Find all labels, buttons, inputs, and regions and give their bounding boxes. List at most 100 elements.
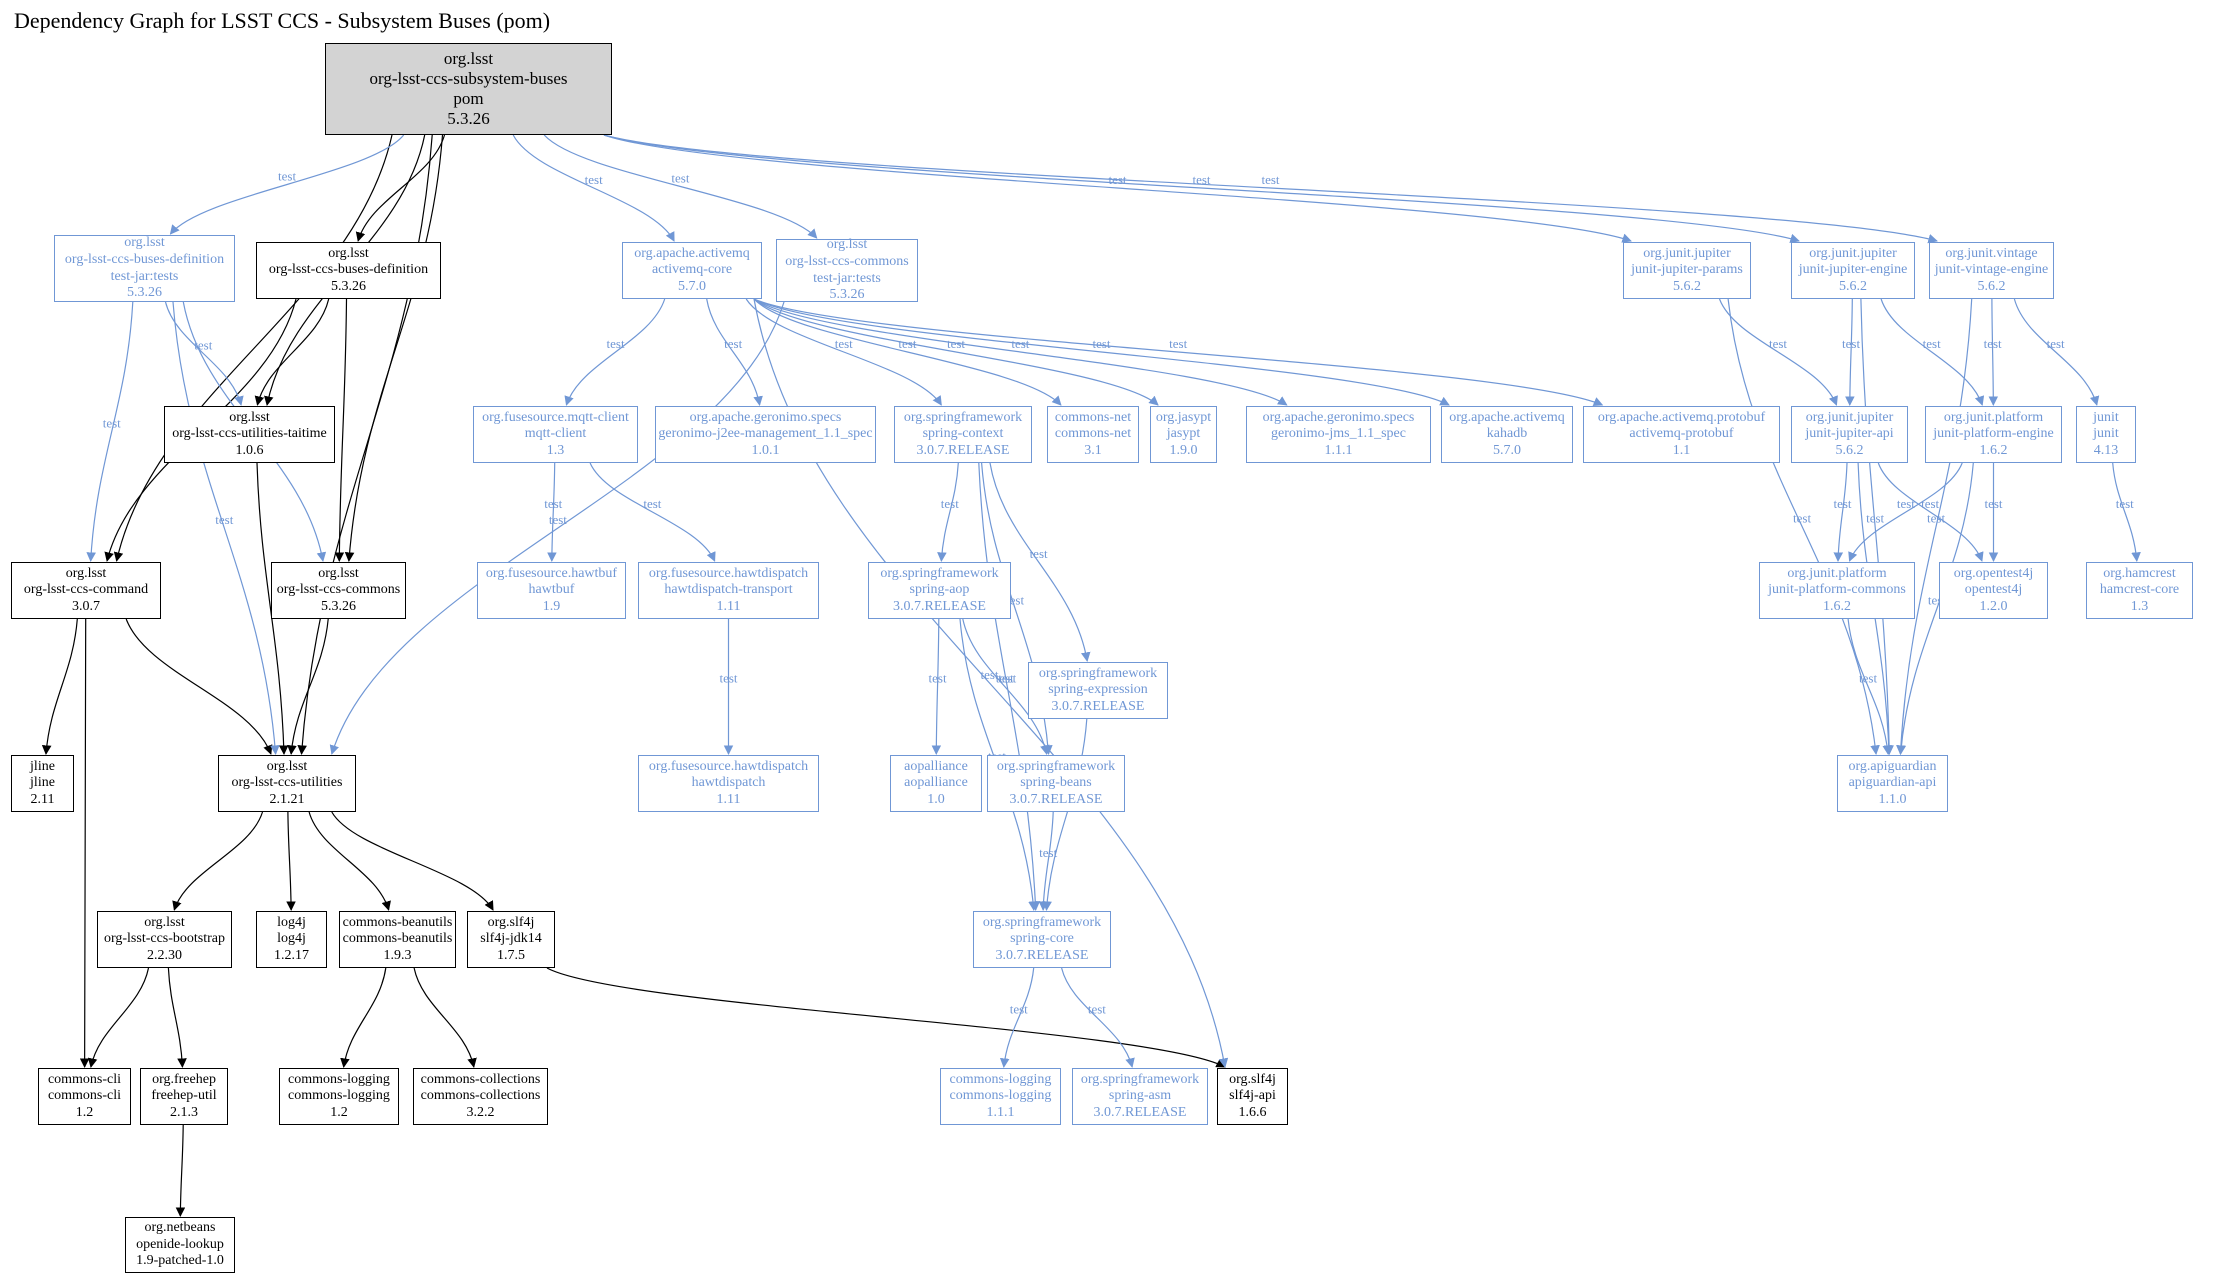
node-label-line: 1.6.6 [1238, 1104, 1267, 1120]
node-label-line: junit-jupiter-engine [1798, 262, 1908, 278]
node-label-line: mqtt-client [524, 426, 587, 442]
node-label-line: org-lsst-ccs-buses-definition [64, 251, 225, 267]
edge-ccs-command--ccs-utilities [125, 618, 273, 755]
node-label-line: 1.1.1 [1324, 442, 1353, 458]
node-label-line: org.fusesource.mqtt-client [482, 409, 629, 425]
edge-spring-aop--aopalliance [931, 618, 942, 755]
edge-activemq-core--kahadb [753, 298, 1450, 406]
node-label-line: spring-context [922, 426, 1004, 442]
edge-activemq-core--commons-net [753, 298, 1062, 406]
edge-junit-platform-commons--apiguardian-api [1847, 618, 1892, 755]
edge-label-test: test [2116, 496, 2134, 511]
node-label-line: org.fusesource.hawtdispatch [648, 565, 809, 581]
edge-activemq-core--spring-context [745, 298, 942, 406]
node-label-line: 2.1.3 [170, 1104, 198, 1120]
node-label-line: org.springframework [1038, 665, 1158, 681]
node-label-line: commons-logging [949, 1071, 1052, 1087]
node-label-line: commons-cli [47, 1071, 122, 1087]
edge-label-test: test [980, 667, 998, 682]
edge-label-test: test [585, 172, 603, 187]
node-label-line: 5.3.26 [331, 278, 366, 294]
edge-activemq-core--geronimo-j2ee [706, 298, 763, 406]
node-label-line: 1.2 [330, 1104, 348, 1120]
node-label-line: 3.0.7.RELEASE [1051, 698, 1145, 714]
node-label-line: jline [30, 758, 55, 774]
node-label-line: 1.1.0 [1878, 791, 1907, 807]
edge-activemq-core--jasypt [753, 298, 1159, 406]
node-label-line: 1.2 [75, 1104, 94, 1120]
node-label-line: 3.0.7.RELEASE [893, 598, 986, 614]
edge-bootstrap--commons-cli [87, 967, 150, 1068]
node-label-line: 1.2.17 [274, 947, 309, 963]
edge-buses-definition--ccs-commons [334, 298, 348, 562]
edge-freehep-util--openide-lookup [175, 1124, 186, 1217]
node-label-line: org.lsst [328, 245, 369, 261]
node-label-line: org.springframework [982, 914, 1102, 930]
edge-root--ccs-commons [344, 134, 444, 562]
node-label-line: spring-expression [1048, 682, 1148, 698]
edge-label-test: test [1088, 1002, 1106, 1017]
edge-junit-jupiter-engine--apiguardian-api [1860, 298, 1894, 755]
node-label-line: junit [2093, 409, 2119, 425]
edge-junit-vintage-engine--apiguardian-api [1896, 298, 1973, 755]
node-label-line: org.apache.geronimo.specs [1262, 409, 1415, 425]
node-label-line: org-lsst-ccs-bootstrap [103, 931, 226, 947]
node-label-line: org.apache.activemq.protobuf [1597, 409, 1766, 425]
node-label-line: 3.2.2 [466, 1104, 495, 1120]
node-label-line: org-lsst-ccs-command [23, 582, 149, 598]
edge-label-test: test [724, 336, 742, 351]
node-label-line: freehep-util [151, 1088, 217, 1104]
node-label-line: hawtdispatch [691, 775, 766, 791]
edge-junit-jupiter-engine--junit-platform-engine [1880, 298, 1985, 406]
edge-beanutils--commons-logging-12 [340, 967, 387, 1068]
node-label-line: spring-beans [1020, 775, 1092, 791]
node-label-line: 5.3.26 [127, 285, 162, 301]
node-label-line: 2.11 [30, 791, 55, 807]
node-label-line: junit-platform-commons [1768, 582, 1906, 598]
node-label-line: org.junit.platform [1943, 409, 2044, 425]
edge-ccs-commons--ccs-utilities [287, 618, 329, 755]
node-label-line: kahadb [1486, 426, 1528, 442]
node-label-line: 2.1.21 [269, 791, 305, 807]
node-label-line: hawtdispatch-transport [664, 582, 793, 598]
edge-ccs-utilities--log4j [286, 811, 296, 911]
node-label-line: org.junit.jupiter [1809, 245, 1897, 261]
edge-label-test: test [1010, 1002, 1028, 1017]
node-label-line: jline [30, 775, 55, 791]
node-label-line: org.slf4j [487, 914, 535, 930]
node-label-line: pom [453, 89, 484, 108]
node-label-line: org.springframework [1080, 1071, 1200, 1087]
edge-buses-def-tests--ccs-command [86, 301, 134, 562]
node-label-line: commons-collections [420, 1071, 541, 1087]
node-label-line: org.apache.geronimo.specs [689, 409, 842, 425]
edge-beanutils--commons-collections [413, 967, 477, 1068]
node-label-line: org-lsst-ccs-subsystem-buses [369, 68, 568, 88]
edge-spring-context--spring-core [978, 462, 1041, 911]
node-label-line: 5.7.0 [1493, 442, 1521, 458]
edge-root--junit-jupiter-params [603, 134, 1632, 243]
node-label-line: aopalliance [904, 775, 968, 791]
edge-spring-core--commons-logging-111 [999, 967, 1035, 1068]
node-label-line: 3.0.7.RELEASE [995, 947, 1089, 963]
node-label-line: 5.6.2 [1673, 278, 1701, 294]
node-label-line: commons-cli [47, 1088, 122, 1104]
node-label-line: org-lsst-ccs-utilities-taitime [172, 426, 327, 442]
edge-label-test: test [929, 671, 947, 686]
node-label-line: hawtbuf [528, 582, 575, 598]
edge-junit-jupiter-params--junit-jupiter-api [1718, 298, 1838, 406]
